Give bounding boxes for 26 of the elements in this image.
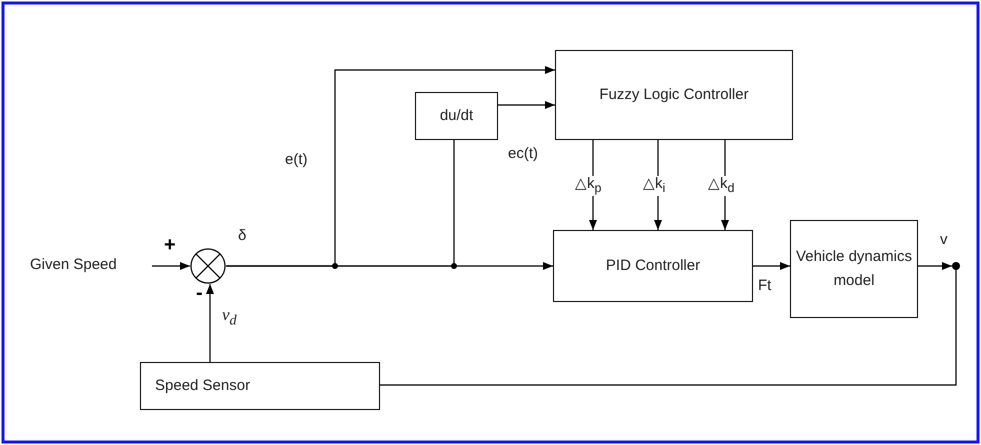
block-box — [553, 230, 753, 302]
signal-arrow — [918, 262, 952, 270]
signal-line — [380, 270, 957, 386]
signal-label: △k$_{d}$ — [708, 176, 734, 196]
signal-arrow — [753, 262, 790, 270]
signal-label: e(t) — [285, 152, 308, 168]
signal-label: ec(t) — [508, 146, 538, 162]
signal-label: △k$_{p}$ — [575, 176, 602, 196]
signal-arrow — [206, 284, 214, 362]
signal-label: △k$_{i}$ — [643, 176, 666, 196]
block-label: Fuzzy Logic Controller — [599, 85, 749, 105]
signal-arrow — [498, 101, 555, 109]
polarity-sign: - — [196, 282, 203, 304]
polarity-sign: + — [164, 234, 176, 256]
signal-arrow — [152, 262, 190, 270]
block-label: PID Controller — [606, 256, 700, 276]
signal-line — [226, 140, 455, 267]
input-label: Given Speed — [30, 255, 117, 275]
block-label: du/dt — [440, 106, 474, 126]
block-label: Vehicle dynamics model — [795, 247, 913, 291]
block-box — [415, 92, 498, 140]
block-box — [790, 220, 918, 318]
block-box — [140, 362, 380, 410]
signal-arrow — [654, 140, 662, 230]
block-box — [555, 50, 793, 140]
block-label: Speed Sensor — [155, 376, 250, 396]
